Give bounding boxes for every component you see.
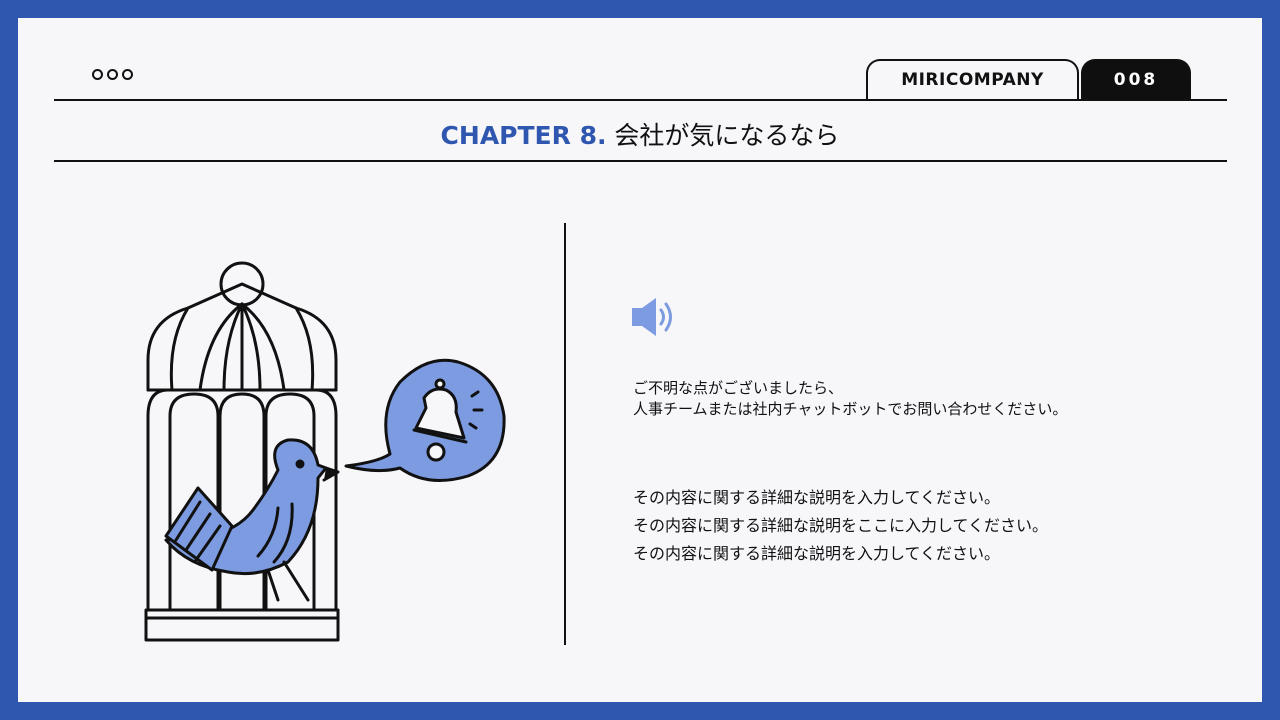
speaker-icon — [632, 298, 672, 336]
company-tab: MIRICOMPANY — [866, 59, 1079, 99]
contact-line-2: 人事チームまたは社内チャットボットでお問い合わせください。 — [633, 400, 1068, 418]
dot-icon — [122, 69, 133, 80]
detail-line: その内容に関する詳細な説明を入力してください。 — [633, 488, 1001, 507]
dot-icon — [92, 69, 103, 80]
title-text: 会社が気になるなら — [614, 121, 840, 150]
window-dots-icon — [92, 69, 133, 80]
page-number-tab: 008 — [1081, 59, 1191, 99]
vertical-divider — [564, 223, 566, 645]
details-text: その内容に関する詳細な説明を入力してください。 その内容に関する詳細な説明をここ… — [633, 484, 1048, 568]
contact-line-1: ご不明な点がございましたら、 — [633, 379, 844, 397]
header-divider — [54, 99, 1227, 101]
chapter-label: CHAPTER 8. — [440, 121, 607, 150]
page-title: CHAPTER 8. 会社が気になるなら — [18, 116, 1262, 152]
dot-icon — [107, 69, 118, 80]
birdcage-bird-illustration — [144, 261, 506, 642]
detail-line: その内容に関する詳細な説明をここに入力してください。 — [633, 516, 1049, 535]
bell-speech-bubble-icon — [344, 358, 506, 482]
slide: MIRICOMPANY 008 CHAPTER 8. 会社が気になるなら — [18, 18, 1262, 702]
title-divider — [54, 160, 1227, 162]
contact-text: ご不明な点がございましたら、 人事チームまたは社内チャットボットでお問い合わせく… — [633, 378, 1067, 420]
detail-line: その内容に関する詳細な説明を入力してください。 — [633, 544, 1001, 563]
